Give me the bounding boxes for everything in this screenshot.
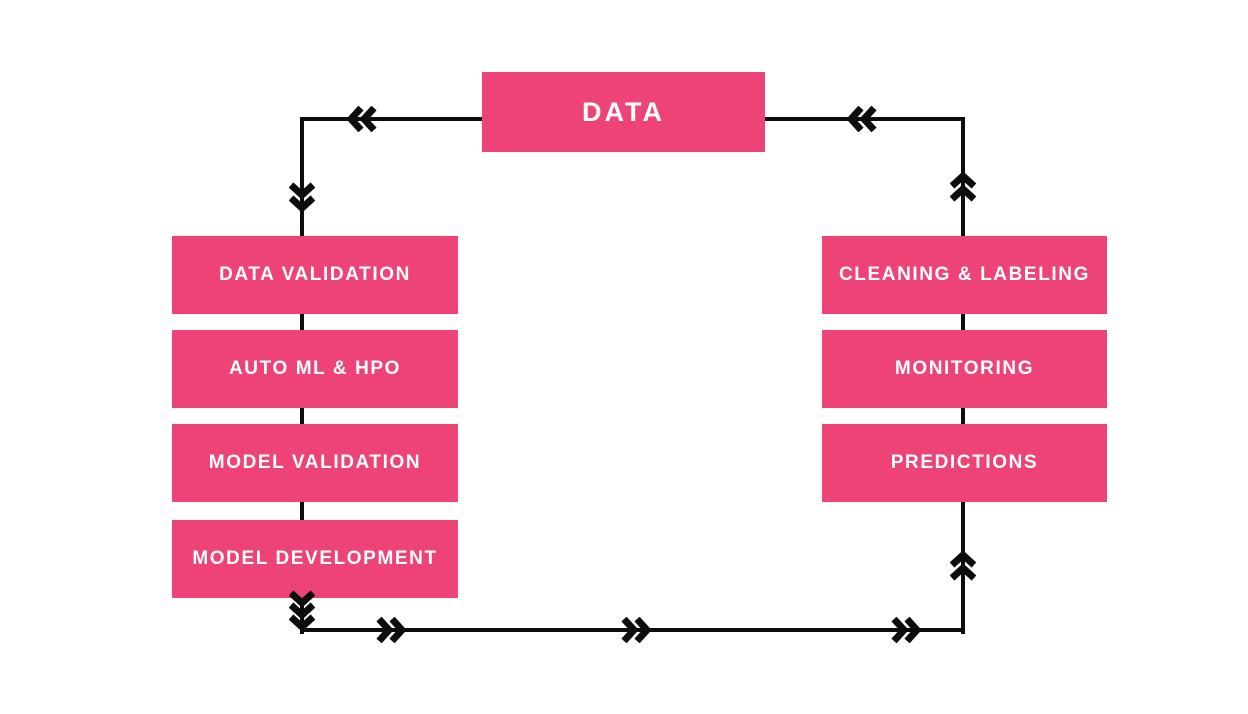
chevron-down-icon <box>289 180 315 212</box>
node-monitoring: MONITORING <box>822 330 1107 408</box>
chevron-right-icon <box>374 617 406 643</box>
top-left-horizontal-line <box>300 117 483 121</box>
chevron-down-icon <box>289 589 315 633</box>
node-model-validation: MODEL VALIDATION <box>172 424 458 502</box>
node-auto-ml-hpo: AUTO ML & HPO <box>172 330 458 408</box>
chevron-left-icon <box>347 106 379 132</box>
chevron-left-icon <box>847 106 879 132</box>
chevron-right-icon <box>889 617 921 643</box>
chevron-right-icon <box>619 617 651 643</box>
chevron-up-icon <box>950 551 976 583</box>
node-data: DATA <box>482 72 765 152</box>
node-predictions: PREDICTIONS <box>822 424 1107 502</box>
node-data-validation: DATA VALIDATION <box>172 236 458 314</box>
node-cleaning-labeling: CLEANING & LABELING <box>822 236 1107 314</box>
node-model-development: MODEL DEVELOPMENT <box>172 520 458 598</box>
chevron-up-icon <box>950 172 976 204</box>
